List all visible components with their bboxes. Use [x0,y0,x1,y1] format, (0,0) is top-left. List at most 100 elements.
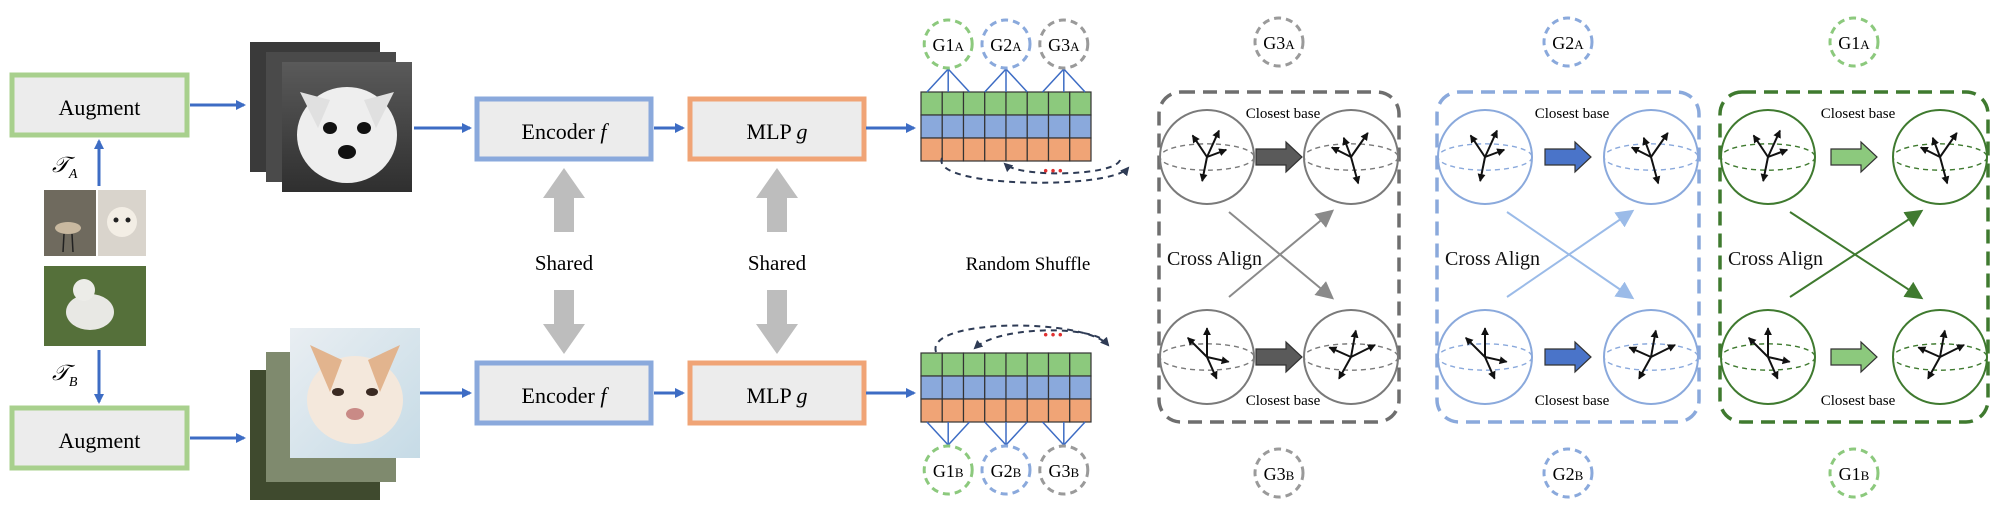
group-circle [1038,444,1090,496]
group-circle [980,444,1032,496]
feature-cell [962,114,986,139]
random-shuffle-label: Random Shuffle [966,254,1091,275]
closest-base-arrow [1255,140,1303,174]
group-connector [984,68,1007,93]
feature-cell [1047,114,1071,139]
group-label: G2B [991,461,1022,481]
encoder-top-box: Encoder f [474,96,654,162]
augment-top-box: Augment [9,72,190,138]
group-label: G2A [990,35,1022,55]
svg-text:Encoder f: Encoder f [522,383,610,408]
group-connector [1063,421,1086,446]
cross-align-arrow [1506,211,1635,300]
group-connector [947,68,971,93]
feature-cell [920,137,943,162]
basis-sphere [1159,109,1255,205]
feature-cell [984,137,1007,162]
feature-cell [1069,398,1092,423]
cross-align-label: Cross Align [1445,248,1540,270]
group-connector [1063,68,1086,93]
feature-cell [920,91,943,116]
feature-cell [1005,91,1028,116]
feature-cell [941,91,965,116]
transform-b-label: 𝒯B [52,360,78,390]
panel-group-circle [1828,16,1880,68]
shared-arrow-mlp: Shared [748,168,807,354]
feature-cell [920,352,943,377]
basis-sphere [1892,309,1988,405]
svg-text:𝒯A: 𝒯A [52,152,78,182]
svg-text:Encoder f: Encoder f [522,119,610,144]
shared-arrow-encoder: Shared [535,168,594,354]
feature-cell [920,114,943,139]
basis-sphere [1603,309,1699,405]
group-connector [1005,68,1028,93]
mlp-top-box: MLP g [687,96,867,162]
feature-cell [1026,114,1050,139]
panel-group-circle [1253,447,1305,499]
encoder-top-symbol: f [600,119,609,144]
encoder-bottom-symbol: f [600,383,609,408]
panel-group-label: G1A [1838,33,1870,53]
feature-cell [984,398,1007,423]
feature-cell [1005,352,1028,377]
shuffle-ellipsis-bottom: ··· [1042,322,1064,347]
group-circle [980,18,1032,70]
basis-sphere [1603,109,1699,205]
feature-cell [984,114,1007,139]
group-label: G3B [1048,461,1079,481]
panel-group-label: G3A [1263,33,1295,53]
basis-sphere [1303,309,1399,405]
closest-base-label-top: Closest base [1535,106,1610,122]
feature-cell [1005,137,1028,162]
feature-cell [941,398,965,423]
shuffle-curves-bottom [934,324,1110,353]
augment-bottom-box: Augment [9,405,190,471]
feature-cell [1026,352,1050,377]
mlp-bottom-symbol: g [796,383,807,408]
feature-cell [920,398,943,423]
cross-align-label: Cross Align [1728,248,1823,270]
feature-cell [1069,91,1092,116]
encoder-bottom-label: Encoder [522,383,596,408]
feature-cell [984,352,1007,377]
shared-label-mlp: Shared [748,251,807,275]
shuffle-curves-top [940,157,1130,184]
feature-cell [1005,398,1028,423]
cross-align-arrow [1228,211,1335,300]
basis-sphere [1720,109,1816,205]
feature-cell [1026,398,1050,423]
closest-base-arrow [1255,340,1303,374]
feature-cell [941,137,965,162]
panel-group-circle [1542,447,1594,499]
transform-a-label: 𝒯A [52,152,78,182]
cross-align-arrow [1789,211,1924,300]
panel-frame [1157,90,1401,424]
basis-sphere [1303,109,1399,205]
feature-cell [1026,375,1050,400]
svg-text:MLP g: MLP g [747,383,808,408]
mlp-top-label: MLP [747,119,792,144]
feature-cell [962,375,986,400]
feature-cell [1047,352,1071,377]
panel-group-circle [1828,447,1880,499]
feature-cell [962,137,986,162]
panel-group-label: G2A [1552,33,1584,53]
feature-cell [1026,91,1050,116]
mlp-top-symbol: g [796,119,807,144]
augmented-images-bottom [250,328,420,500]
basis-sphere [1720,309,1816,405]
group-label: G3A [1048,35,1080,55]
shuffle-ellipsis-top: ··· [1042,158,1064,183]
group-connector [1041,68,1065,93]
group-circle [922,18,974,70]
feature-cell [941,375,965,400]
feature-cell [1005,114,1028,139]
feature-cell [984,375,1007,400]
closest-base-label-bottom: Closest base [1246,393,1321,409]
closest-base-label-top: Closest base [1246,106,1321,122]
